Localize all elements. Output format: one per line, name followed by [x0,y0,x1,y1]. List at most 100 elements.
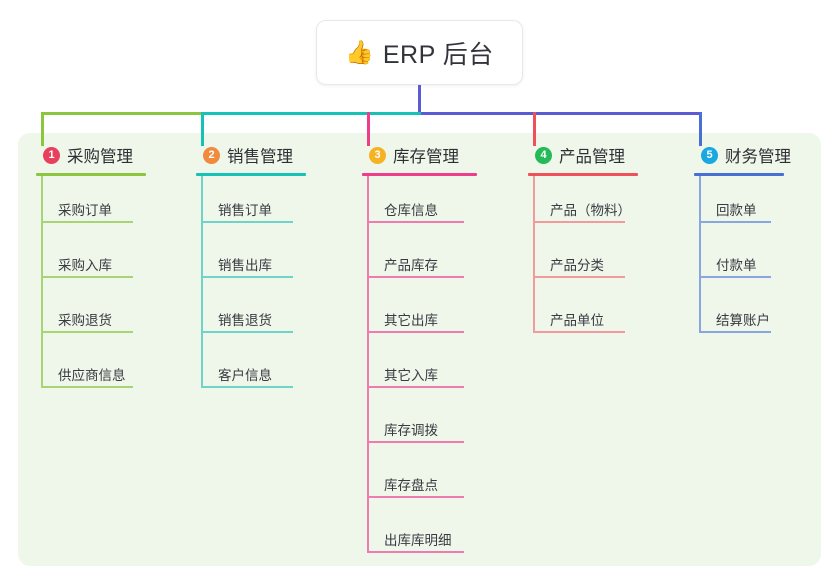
leaf-node[interactable]: 付款单 [694,231,824,286]
leaf-node[interactable]: 回款单 [694,176,824,231]
branch-label: 销售管理 [227,148,293,166]
leaf-node[interactable]: 客户信息 [196,341,346,396]
leaf-label: 出库库明细 [384,533,452,548]
leaf-node[interactable]: 销售退货 [196,286,346,341]
branch-label: 产品管理 [559,148,625,166]
leaf-rule [367,276,464,278]
leaf-label: 客户信息 [218,368,272,383]
leaf-label: 销售退货 [218,313,272,328]
leaf-node[interactable]: 仓库信息 [362,176,517,231]
branch-children: 采购订单采购入库采购退货供应商信息 [36,176,186,396]
leaf-label: 采购入库 [58,258,112,273]
root-title: ERP 后台 [382,40,494,69]
leaf-rule [533,276,625,278]
root-node[interactable]: 👍 ERP 后台 [316,20,523,85]
leaf-node[interactable]: 库存盘点 [362,451,517,506]
children-spine [201,176,203,388]
leaf-rule [41,386,133,388]
leaf-node[interactable]: 产品单位 [528,286,678,341]
bus-segment-2 [201,112,421,115]
branch-label: 采购管理 [67,148,133,166]
leaf-label: 产品单位 [550,313,604,328]
leaf-node[interactable]: 其它出库 [362,286,517,341]
leaf-node[interactable]: 结算账户 [694,286,824,341]
branch-drop-5 [699,112,702,146]
leaf-node[interactable]: 销售出库 [196,231,346,286]
leaf-label: 回款单 [716,203,757,218]
branch-children: 仓库信息产品库存其它出库其它入库库存调拨库存盘点出库库明细 [362,176,517,561]
leaf-rule [533,331,625,333]
branch-label: 财务管理 [725,148,791,166]
leaf-rule [699,331,771,333]
leaf-rule [699,221,771,223]
leaf-rule [533,221,625,223]
bus-segment-5 [419,112,702,115]
leaf-label: 付款单 [716,258,757,273]
leaf-label: 结算账户 [716,313,770,328]
leaf-rule [367,331,464,333]
leaf-rule [367,551,464,553]
leaf-label: 产品库存 [384,258,438,273]
leaf-label: 其它入库 [384,368,438,383]
branch-column-财务管理[interactable]: 5 财务管理回款单付款单结算账户 [694,142,824,341]
children-spine [533,176,535,333]
leaf-node[interactable]: 出库库明细 [362,506,517,561]
leaf-label: 库存调拨 [384,423,438,438]
leaf-rule [201,386,293,388]
leaf-node[interactable]: 采购入库 [36,231,186,286]
branch-drop-3 [367,112,370,146]
leaf-label: 其它出库 [384,313,438,328]
leaf-rule [41,331,133,333]
leaf-rule [41,276,133,278]
branch-panel [18,133,821,566]
leaf-rule [201,331,293,333]
branch-header-3[interactable]: 3 库存管理 [362,142,517,168]
leaf-rule [367,221,464,223]
leaf-node[interactable]: 产品库存 [362,231,517,286]
leaf-label: 销售出库 [218,258,272,273]
leaf-node[interactable]: 采购订单 [36,176,186,231]
leaf-node[interactable]: 供应商信息 [36,341,186,396]
thumbs-up-icon: 👍 [345,39,374,65]
branch-header-1[interactable]: 1 采购管理 [36,142,186,168]
leaf-label: 库存盘点 [384,478,438,493]
branch-children: 回款单付款单结算账户 [694,176,824,341]
leaf-node[interactable]: 采购退货 [36,286,186,341]
branch-badge-3: 3 [369,146,386,164]
branch-column-采购管理[interactable]: 1 采购管理采购订单采购入库采购退货供应商信息 [36,142,186,396]
children-spine [41,176,43,388]
branch-badge-5: 5 [701,146,718,164]
branch-header-rule [528,173,638,176]
branch-header-5[interactable]: 5 财务管理 [694,142,824,168]
leaf-node[interactable]: 库存调拨 [362,396,517,451]
leaf-label: 仓库信息 [384,203,438,218]
branch-column-库存管理[interactable]: 3 库存管理仓库信息产品库存其它出库其它入库库存调拨库存盘点出库库明细 [362,142,517,561]
leaf-node[interactable]: 产品分类 [528,231,678,286]
children-spine [699,176,701,333]
leaf-rule [367,386,464,388]
leaf-rule [699,276,771,278]
leaf-label: 产品（物料） [550,203,631,218]
leaf-rule [201,221,293,223]
branch-drop-2 [201,112,204,146]
branch-children: 产品（物料） 产品分类产品单位 [528,176,678,341]
leaf-rule [367,441,464,443]
branch-header-rule [362,173,477,176]
leaf-node[interactable]: 产品（物料） [528,176,678,231]
branch-drop-1 [41,112,44,146]
children-spine [367,176,369,553]
branch-header-rule [36,173,146,176]
branch-children: 销售订单销售出库销售退货客户信息 [196,176,346,396]
leaf-node[interactable]: 其它入库 [362,341,517,396]
leaf-label: 采购退货 [58,313,112,328]
branch-badge-1: 1 [43,146,60,164]
leaf-node[interactable]: 销售订单 [196,176,346,231]
leaf-label: 产品分类 [550,258,604,273]
branch-label: 库存管理 [393,148,459,166]
branch-header-rule [196,173,306,176]
